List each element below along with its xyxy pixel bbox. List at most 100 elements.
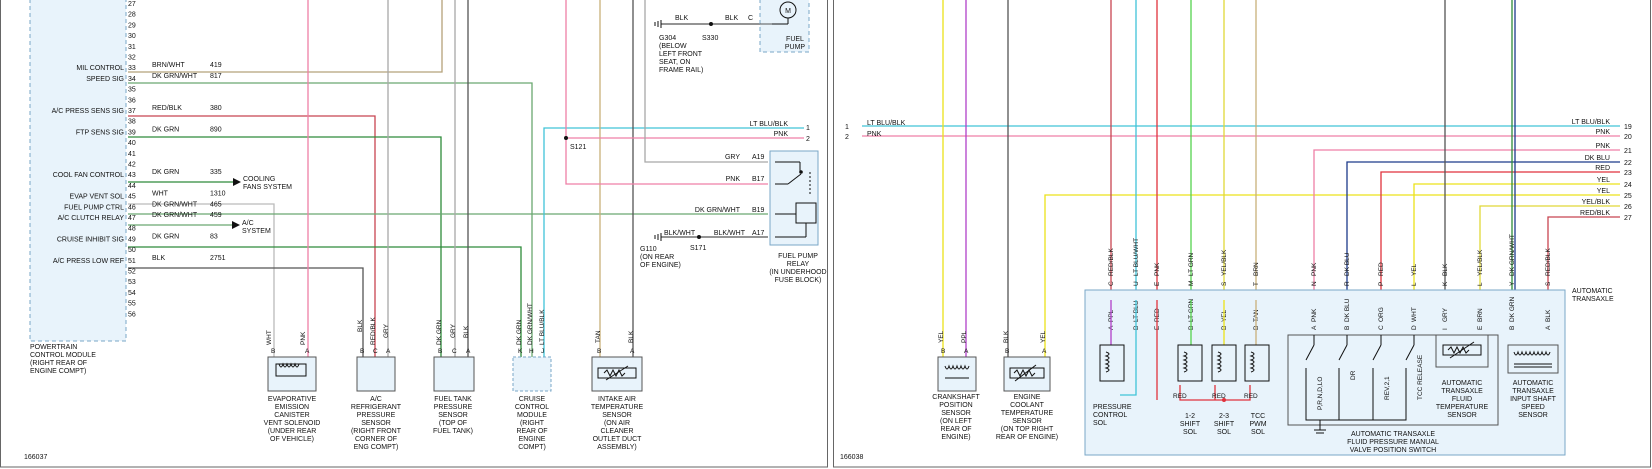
svg-text:BLK: BLK (357, 319, 364, 332)
svg-text:PRESSURE: PRESSURE (434, 404, 473, 411)
harness-wire: RED (1378, 262, 1385, 276)
pcm-pin-number: 37 (128, 108, 136, 115)
right-panel-frame (833, 0, 1651, 468)
harness-wire: BLK (1442, 263, 1449, 276)
pcm-pin-number: 28 (128, 12, 136, 19)
svg-text:FUEL TANK): FUEL TANK) (433, 428, 473, 435)
pcm-wire-color: BLK (152, 255, 166, 262)
pressure-control-solenoid: PRESSURE CONTROL SOL (1093, 344, 1132, 427)
svg-text:B19: B19 (752, 207, 765, 214)
svg-text:A: A (466, 348, 471, 355)
offpage-wire-label: PNK (1596, 143, 1611, 150)
harness-pin: R (1344, 281, 1351, 286)
right-figure-id: 166038 (840, 454, 863, 461)
internal-pin: B (1344, 326, 1351, 330)
harness-pin: L (1411, 282, 1418, 286)
pcm-name-line: POWERTRAIN (30, 344, 77, 351)
pcm-wire-color: DK GRN/WHT (152, 73, 198, 80)
ground-g110: BLK/WHT S171 G110 (ON REAR OF ENGINE) (640, 230, 706, 269)
svg-text:DK GRN/WHT: DK GRN/WHT (695, 207, 741, 214)
offpage-number: 22 (1624, 160, 1632, 167)
harness-pin: T (1253, 282, 1260, 286)
svg-text:DK GRN: DK GRN (516, 319, 523, 345)
svg-text:SOL: SOL (1183, 429, 1197, 436)
pcm-pin-number: 54 (128, 290, 136, 297)
pcm-name-line: CONTROL MODULE (30, 352, 96, 359)
svg-text:A/C: A/C (370, 396, 382, 403)
pcm-wire-color: DK GRN (152, 126, 179, 133)
svg-text:CANISTER: CANISTER (274, 412, 309, 419)
pcm-signal-label: FTP SENS SIG (76, 129, 124, 136)
svg-text:PNK: PNK (300, 331, 307, 345)
svg-text:TEMPERATURE: TEMPERATURE (1001, 410, 1054, 417)
wire-gry-relay (644, 0, 768, 163)
svg-text:POSITION: POSITION (939, 402, 972, 409)
crankshaft-position-sensor: YEL PPL B A CRANKSHAFT POSITION SENSOR (… (932, 330, 980, 441)
pcm-circuit-number: 83 (210, 233, 218, 240)
svg-text:INPUT SHAFT: INPUT SHAFT (1510, 396, 1556, 403)
pcm-pin-number: 45 (128, 194, 136, 201)
svg-text:SENSOR: SENSOR (1012, 418, 1042, 425)
pcm-pin-number: 44 (128, 183, 136, 190)
pcm-signal-label: EVAP VENT SOL (70, 194, 125, 201)
pcm-wire-color: DK GRN (152, 169, 179, 176)
svg-text:BLK: BLK (1003, 330, 1010, 343)
harness-wire: LT GRN (1188, 252, 1195, 276)
svg-text:EVAPORATIVE: EVAPORATIVE (268, 396, 317, 403)
offpage-wire-label: RED/BLK (1580, 210, 1610, 217)
pcm-pin-number: 51 (128, 258, 136, 265)
svg-text:SENSOR: SENSOR (1518, 412, 1548, 419)
svg-text:SENSOR: SENSOR (361, 420, 391, 427)
svg-text:LEFT FRONT: LEFT FRONT (659, 51, 703, 58)
svg-text:PNK: PNK (726, 176, 741, 183)
shift-solenoid-1-2: 1-2 SHIFT SOL (1177, 344, 1203, 436)
harness-wire: RED/BLK (1108, 248, 1115, 276)
svg-text:B: B (360, 348, 364, 355)
svg-text:PWM: PWM (1249, 421, 1266, 428)
svg-text:A19: A19 (752, 154, 765, 161)
wire-mil-control (128, 0, 443, 73)
offpage-number: 23 (1624, 170, 1632, 177)
internal-wire: BLK (1545, 309, 1552, 322)
pcm-pin-number: 31 (128, 44, 136, 51)
svg-text:PRESSURE: PRESSURE (1093, 404, 1132, 411)
svg-text:LT BLU/BLK: LT BLU/BLK (867, 120, 906, 127)
svg-text:INTAKE AIR: INTAKE AIR (598, 396, 636, 403)
svg-text:G304: G304 (659, 35, 676, 42)
svg-text:BLK: BLK (675, 15, 689, 22)
svg-text:RED: RED (1244, 393, 1258, 400)
svg-text:REAR OF: REAR OF (940, 426, 971, 433)
svg-text:FANS SYSTEM: FANS SYSTEM (243, 184, 292, 191)
pcm-signal-label: CRUISE INHIBIT SIG (57, 236, 124, 243)
svg-text:A: A (1042, 348, 1047, 355)
pcm-pin-number: 56 (128, 311, 136, 318)
pcm-pin-number: 47 (128, 215, 136, 222)
pcm-wire-color: DK GRN/WHT (152, 212, 198, 219)
solenoid-red-labels: RED RED RED (1173, 393, 1258, 402)
svg-text:SPEED: SPEED (1521, 404, 1545, 411)
svg-text:A: A (630, 348, 635, 355)
svg-text:PUMP: PUMP (785, 44, 806, 51)
pcm-signal-label: FUEL PUMP CTRL (64, 204, 124, 211)
pcm-wire-color: RED/BLK (152, 105, 182, 112)
svg-text:GRY: GRY (383, 323, 390, 338)
ac-refrigerant-sensor: BLK RED/BLK GRY B C A A/C REFRIGERANT PR… (351, 317, 402, 451)
svg-text:C: C (373, 348, 378, 355)
svg-text:J: J (541, 348, 544, 355)
svg-text:SENSOR: SENSOR (602, 412, 632, 419)
pcm-pin-number: 30 (128, 33, 136, 40)
pcm-signal-label: A/C CLUTCH RELAY (58, 215, 125, 222)
pcm-circuit-number: 890 (210, 126, 222, 133)
wire-ac-press-sig (128, 115, 376, 357)
evap-vent-solenoid: WHT PNK B A EVAPORATIVE EMISSION CANISTE… (264, 330, 321, 443)
internal-wire: ORG (1378, 307, 1385, 322)
svg-text:COMPT): COMPT) (518, 444, 546, 451)
svg-text:EMISSION: EMISSION (275, 404, 309, 411)
ac-system-ref: A/C SYSTEM (232, 220, 271, 235)
svg-text:S171: S171 (690, 245, 706, 252)
pcm-pin-number: 50 (128, 247, 136, 254)
svg-text:A: A (386, 348, 391, 355)
offpage-wire-label: RED (1595, 165, 1610, 172)
